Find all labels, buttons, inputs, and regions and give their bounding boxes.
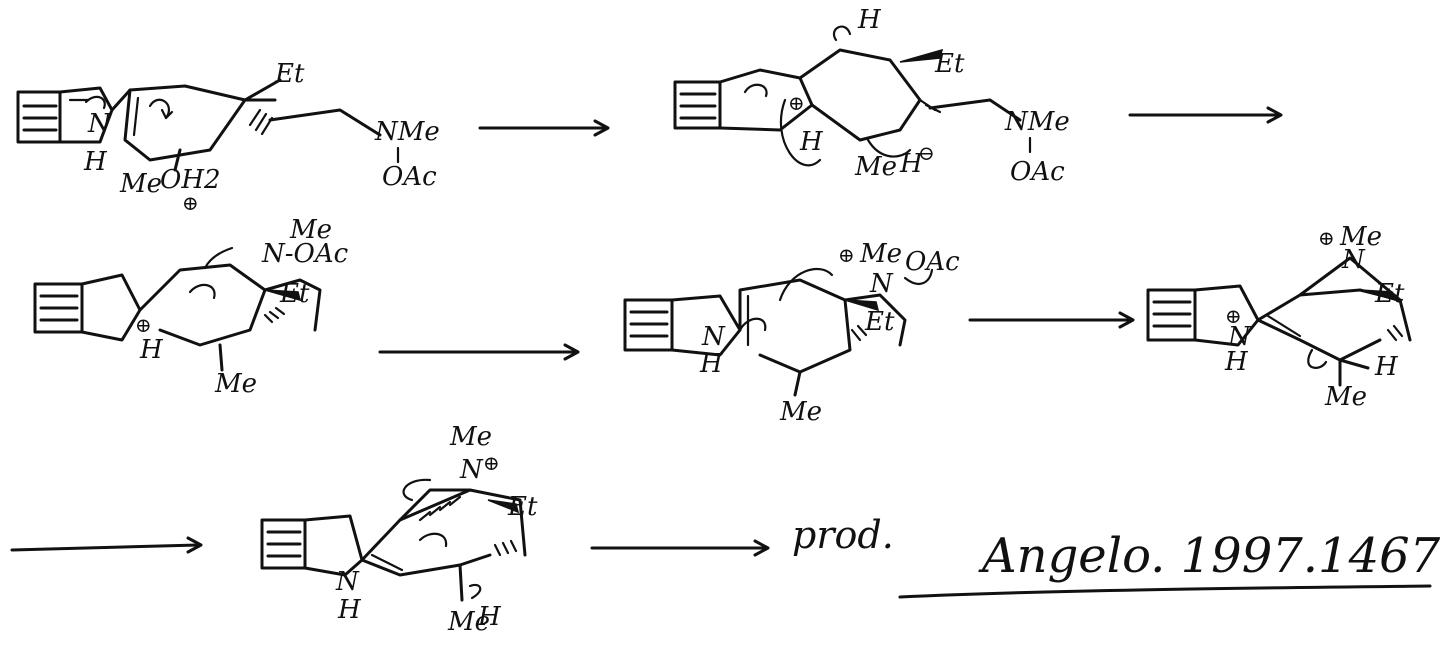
step4-label-et: Et: [864, 307, 895, 337]
step5-label-plus-top: ⊕: [1318, 226, 1335, 250]
reference-underline: [898, 584, 1432, 599]
reference-citation: Angelo. 1997.1467: [978, 528, 1441, 584]
step4-label-me-top: Me: [859, 239, 902, 269]
step3-label-me-low: Me: [214, 369, 257, 399]
structure-2-iminium-intermediate: [673, 25, 1032, 167]
step3-label-me-top: Me: [289, 215, 332, 245]
step1-label-nme: NMe: [374, 117, 440, 147]
step2-label-minus: ⊖: [918, 141, 935, 165]
step2-label-plus: ⊕: [788, 91, 805, 115]
step1-label-n: N: [87, 109, 112, 139]
step3-label-plus: ⊕: [135, 313, 152, 337]
step2-label-oac: OAc: [1010, 157, 1065, 187]
step2-label-h-top: H: [857, 5, 882, 35]
step2-label-nme: NMe: [1004, 107, 1070, 137]
step5-label-n-ring: N: [1227, 322, 1252, 352]
step4-label-plus: ⊕: [838, 243, 855, 267]
step2-label-me: Me: [854, 152, 897, 182]
step4-label-h: H: [699, 349, 724, 379]
product-label: prod.: [792, 513, 894, 557]
step2-label-h-low: H: [799, 127, 824, 157]
step5-label-n-top: N: [1341, 245, 1366, 275]
step1-label-me: Me: [119, 169, 162, 199]
step6-label-me-top: Me: [449, 422, 492, 452]
step6-label-n-ring: N: [335, 567, 360, 597]
step4-label-oac: OAc: [905, 247, 960, 277]
step4-label-me-low: Me: [779, 397, 822, 427]
step4-label-n-ring: N: [701, 322, 726, 352]
structure-3-n-acyloxy-ammonium: [33, 246, 322, 372]
step3-label-h: H: [139, 335, 164, 365]
step1-label-plus: ⊕: [182, 191, 199, 215]
step5-label-me-low: Me: [1324, 382, 1367, 412]
step5-label-h-ring: H: [1224, 347, 1249, 377]
structure-6-final-iminium: [260, 478, 527, 602]
step6-label-n-top: N: [459, 455, 484, 485]
step1-label-oac: OAc: [382, 162, 437, 192]
step4-label-n: N: [869, 269, 894, 299]
step6-label-h-low: H: [477, 602, 502, 632]
step3-label-noac: N-OAc: [261, 239, 349, 269]
step5-label-plus-ring: ⊕: [1225, 304, 1242, 328]
reaction-arrow-5: [10, 543, 200, 552]
step1-label-oh2: OH2: [160, 165, 221, 195]
step1-label-et: Et: [274, 59, 305, 89]
step6-label-me-low: Me: [447, 607, 490, 637]
step1-label-h: H: [83, 147, 108, 177]
structure-5-bridged-iminium: [1146, 256, 1412, 387]
step5-label-h: H: [1374, 352, 1399, 382]
step6-label-et: Et: [507, 492, 538, 522]
structure-4-enamine-intermediate: [623, 267, 934, 397]
structure-1-protonated-alcohol: [16, 78, 400, 172]
step2-label-h-minus: H: [899, 149, 924, 179]
step2-label-et: Et: [934, 49, 965, 79]
step6-label-h-ring: H: [337, 595, 362, 625]
step3-label-et: Et: [279, 279, 310, 309]
step5-label-et: Et: [1374, 279, 1405, 309]
step6-label-plus-top: ⊕: [483, 451, 500, 475]
step5-label-me-top: Me: [1339, 222, 1382, 252]
